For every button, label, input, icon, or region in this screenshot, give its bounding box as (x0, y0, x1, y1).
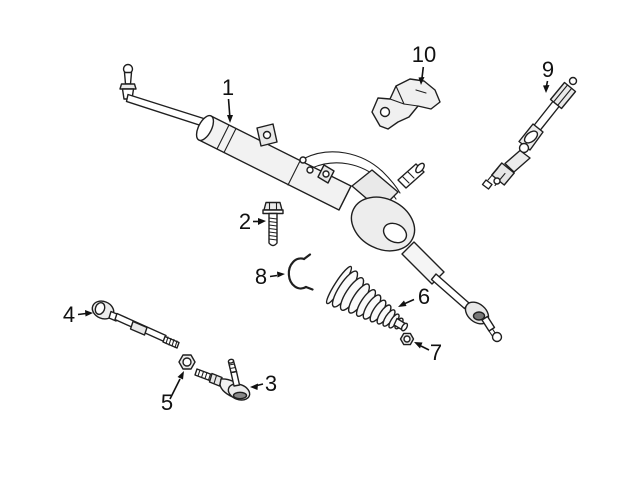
callout-10[interactable]: 10 (412, 42, 436, 85)
callout-8[interactable]: 8 (255, 264, 285, 289)
callout-7-label[interactable]: 7 (430, 340, 442, 365)
callout-4-label[interactable]: 4 (63, 302, 75, 327)
outer-tie-rod-end-drawing (194, 358, 251, 401)
callout-5-label[interactable]: 5 (161, 390, 173, 415)
lock-nut-drawing (178, 354, 196, 370)
callout-3-label[interactable]: 3 (265, 371, 277, 396)
clamp-ring-drawing (287, 253, 314, 291)
callout-1[interactable]: 1 (222, 75, 234, 123)
callout-4[interactable]: 4 (63, 302, 93, 327)
callout-7[interactable]: 7 (414, 340, 442, 365)
callout-6-label[interactable]: 6 (418, 284, 430, 309)
callout-9[interactable]: 9 (542, 57, 554, 93)
callout-2-label[interactable]: 2 (239, 209, 251, 234)
callout-5[interactable]: 5 (161, 371, 184, 415)
callout-1-label[interactable]: 1 (222, 75, 234, 100)
heat-shield-drawing (371, 78, 441, 130)
callout-2[interactable]: 2 (239, 209, 266, 234)
boot-clamp-nut-drawing (399, 332, 415, 346)
callout-9-label[interactable]: 9 (542, 57, 554, 82)
callout-10-label[interactable]: 10 (412, 42, 436, 67)
steering-gear-assembly-drawing (119, 63, 503, 343)
callout-8-label[interactable]: 8 (255, 264, 267, 289)
bolt-drawing (262, 201, 284, 247)
inner-tie-rod-drawing (91, 300, 180, 349)
intermediate-shaft-drawing (481, 76, 578, 190)
bellows-boot-drawing (325, 265, 409, 332)
callout-6[interactable]: 6 (398, 284, 430, 309)
callout-3[interactable]: 3 (250, 371, 277, 396)
